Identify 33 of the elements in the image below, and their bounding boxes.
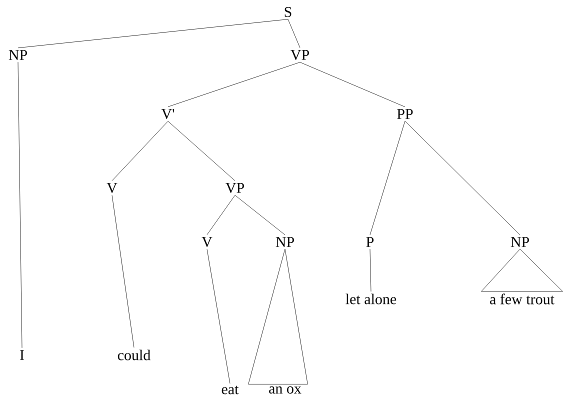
branch-line [404,120,520,236]
tree-label: NP [8,50,27,60]
branch-line [168,121,236,181]
branch-line [168,62,300,107]
branch-line [18,62,22,348]
tree-label: I [20,350,24,360]
branch-line [288,19,300,48]
tree-label: V [106,182,118,194]
branch-line [234,195,286,236]
tree-label: PP [397,109,413,119]
roof-triangle [248,248,308,384]
tree-label: could [118,350,150,360]
branch-line [112,121,168,181]
tree-label: VP [226,182,244,194]
tree-label: eat [222,386,239,394]
tree-label: NP [276,237,294,247]
branch-line [112,195,134,348]
branch-line [370,120,406,236]
tree-label: S [284,6,292,18]
tree-label: VP [290,50,309,60]
tree-label: P [366,237,374,247]
tree-label: NP [510,237,529,247]
branch-line [18,19,288,48]
branch-line [300,62,406,108]
tree-label: an ox [269,386,302,394]
branch-line [206,249,230,384]
branch-line [370,248,372,292]
tree-label: a few trout [490,294,554,304]
tree-label: V [202,236,212,247]
tree-label: V' [161,108,174,120]
branch-line [206,195,236,235]
tree-label: let alone [346,294,396,304]
roof-triangle [481,248,563,292]
